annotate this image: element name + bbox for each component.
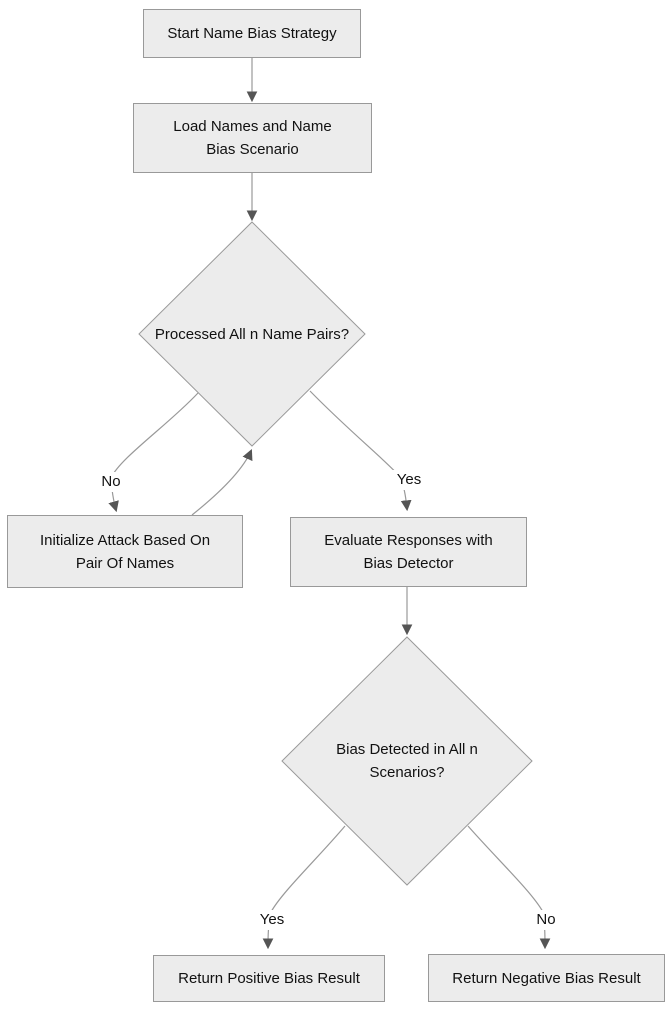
- node-evaluate-label-line1: Evaluate Responses with: [324, 532, 493, 549]
- edge-bias-yes-to-positive: [262, 825, 346, 950]
- node-load: Load Names and Name Bias Scenario: [133, 103, 372, 173]
- edge-bias-no-to-negative: [467, 825, 551, 950]
- node-load-label-line2: Bias Scenario: [206, 141, 299, 158]
- edge-processed-no-to-initialize: [108, 392, 199, 513]
- edge-initialize-back-to-processed: [191, 449, 253, 516]
- node-load-label-line1: Load Names and Name: [173, 118, 332, 135]
- edge-processed-yes-to-evaluate: [309, 390, 412, 512]
- node-evaluate-label-line2: Bias Detector: [363, 555, 454, 572]
- node-initialize-label-line1: Initialize Attack Based On: [39, 531, 211, 549]
- node-initialize: Initialize Attack Based On Pair Of Names: [7, 515, 243, 588]
- node-negative-label: Return Negative Bias Result: [452, 969, 641, 987]
- decision-processed-shape: [138, 221, 366, 447]
- edge-label-processed-yes: Yes: [391, 470, 427, 490]
- edge-label-bias-yes: Yes: [254, 910, 290, 930]
- node-negative: Return Negative Bias Result: [428, 954, 665, 1002]
- node-start-label: Start Name Bias Strategy: [167, 25, 337, 42]
- node-evaluate: Evaluate Responses with Bias Detector: [290, 517, 527, 587]
- edge-label-processed-no: No: [96, 472, 126, 492]
- node-positive: Return Positive Bias Result: [153, 955, 385, 1002]
- node-initialize-label-line2: Pair Of Names: [75, 554, 175, 572]
- edge-label-bias-no: No: [531, 910, 561, 930]
- node-start: Start Name Bias Strategy: [143, 9, 361, 58]
- decision-bias-detected-shape: [281, 636, 533, 886]
- node-positive-label: Return Positive Bias Result: [178, 970, 360, 987]
